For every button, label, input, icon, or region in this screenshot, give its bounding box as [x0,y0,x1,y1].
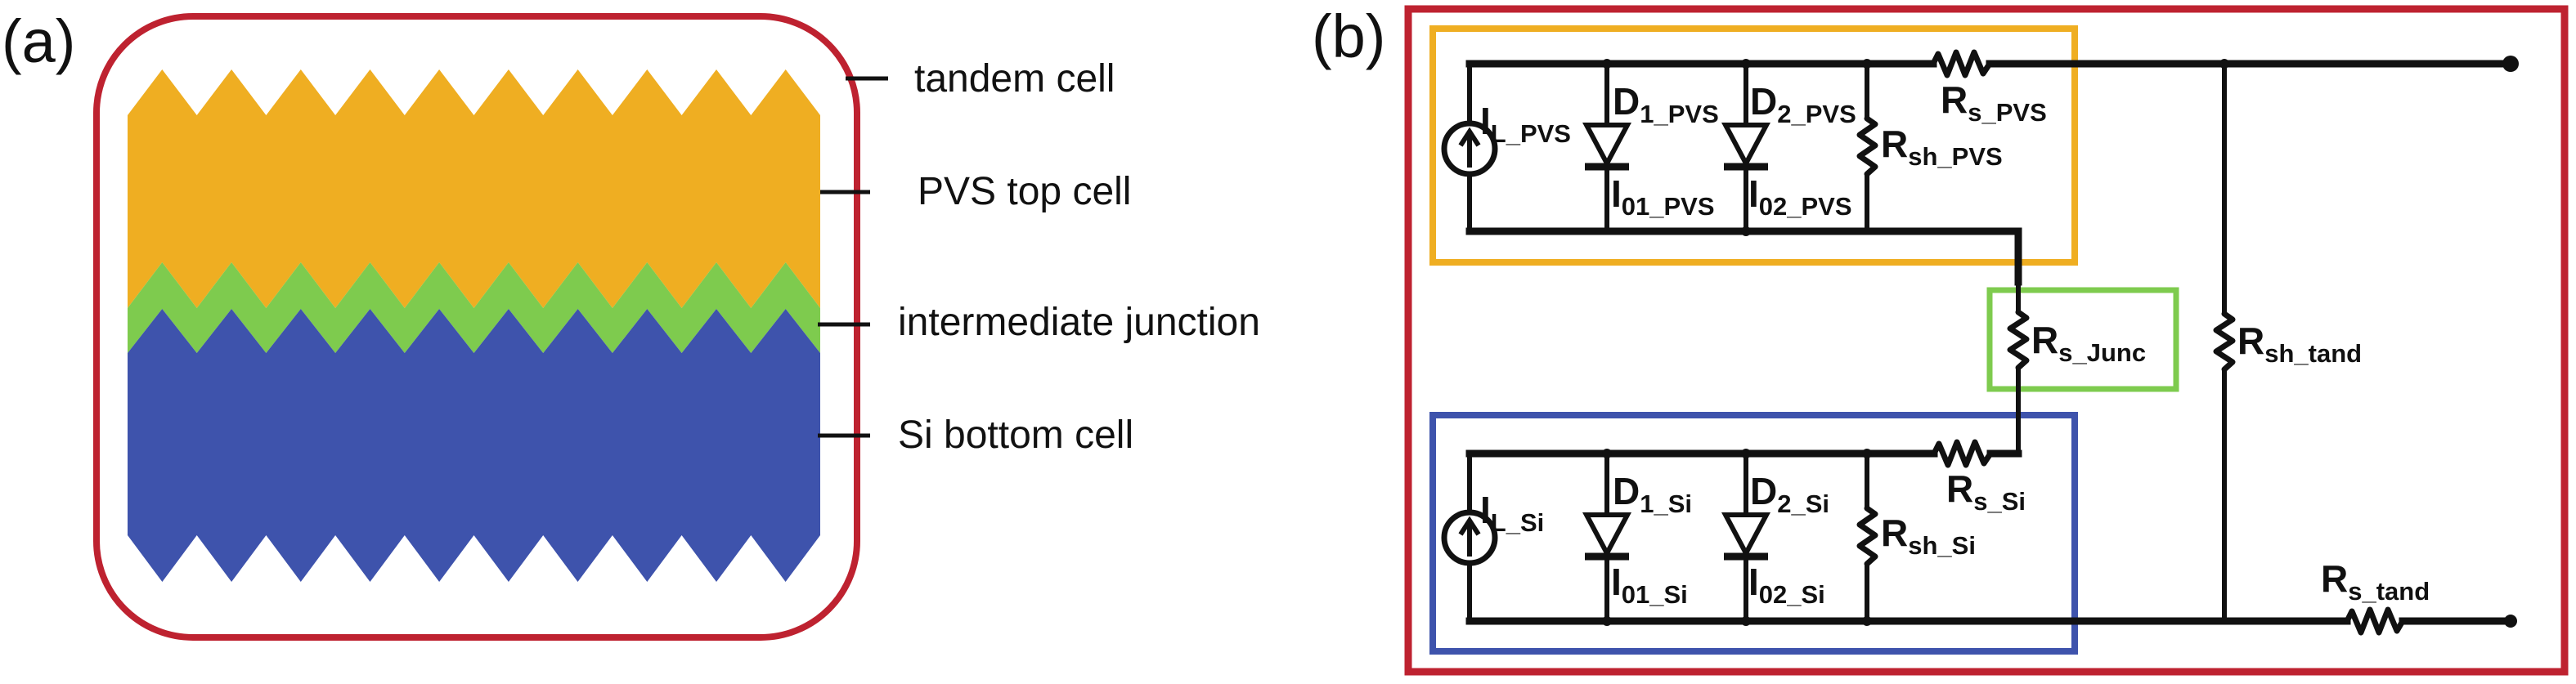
label-il-pvs: IL_PVS [1480,100,1571,148]
callout-si: Si bottom cell [818,414,1133,457]
callout-text-si: Si bottom cell [898,414,1133,457]
panel-a-label: (a) [2,7,75,75]
negative-terminal [2504,615,2517,628]
label-i02-pvs: I02_PVS [1748,172,1852,221]
label-rs-si: Rs_Si [1946,467,2026,516]
pvs-diode2-icon [1721,123,1770,169]
label-d1-si: D1_Si [1613,470,1692,518]
label-rs-pvs: Rs_PVS [1941,78,2047,127]
label-i01-si: I01_Si [1611,561,1688,609]
callout-junction: intermediate junction [818,301,1260,344]
panel-b-circuit: (b) [1312,2,2569,676]
node-dot [1741,59,1751,69]
callout-pvs: PVS top cell [820,170,1131,213]
label-rsh-pvs: Rsh_PVS [1881,123,2003,171]
positive-terminal [2502,56,2519,72]
tandem-cell-box [1404,5,2569,676]
node-dot [2219,59,2229,69]
callout-tandem: tandem cell [846,57,1115,101]
callout-text-tandem: tandem cell [914,57,1115,101]
pvs-subcell-circuit: IL_PVS D1_PVS I01_PVS D2_PVS I02_PVS Rsh… [1441,49,2515,286]
label-rsh-si: Rsh_Si [1881,512,1976,560]
panel-b-label: (b) [1312,2,1385,70]
si-diode1-icon [1582,512,1631,559]
node-dot [1741,449,1751,458]
rs-pvs-resistor [1930,49,1993,78]
label-il-si: IL_Si [1480,489,1544,537]
rs-si-resistor [1931,439,1994,468]
intermediate-junction-layer [128,262,820,353]
callout-text-pvs: PVS top cell [918,170,1131,213]
node-dot [1602,449,1612,458]
pvs-current-arrow-icon [1458,127,1481,168]
node-dot [1602,616,1612,626]
callout-text-junction: intermediate junction [898,301,1260,344]
pvs-subcell-box [1429,25,2078,266]
rsh-tand-resistor [2213,311,2236,373]
tandem-cell-outline [93,13,860,641]
label-i01-pvs: I01_PVS [1611,172,1715,221]
node-dot [1862,616,1872,626]
rsh-si-resistor [1856,505,1878,567]
node-dot [1741,226,1751,236]
rsh-pvs-resistor [1856,115,1878,177]
pvs-bottom-rail [1465,227,2022,286]
label-rs-junc: Rs_Junc [2031,319,2146,367]
si-bottom-cell-layer [128,309,820,582]
label-rsh-tand: Rsh_tand [2237,320,2362,368]
node-dot [1862,449,1872,458]
panel-a-structure: (a) tandem cell PVS top cell intermediat… [2,7,1260,641]
junction-box [1986,287,2179,392]
node-dot [1741,616,1751,626]
si-subcell-circuit: IL_Si D1_Si I01_Si D2_Si I02_Si Rsh_Si R… [1441,439,2515,636]
rs-tand-resistor [2344,606,2406,636]
label-i02-si: I02_Si [1748,561,1825,609]
label-d2-pvs: D2_PVS [1750,80,1856,128]
label-d2-si: D2_Si [1750,470,1829,518]
si-diode2-icon [1721,512,1770,559]
tandem-shunt-circuit: Rsh_tand [2213,59,2362,621]
tandem-layer-stack [128,69,820,582]
label-d1-pvs: D1_PVS [1613,80,1719,128]
si-subcell-box [1429,412,2078,655]
junction-circuit: Rs_Junc [2007,231,2146,454]
pvs-diode1-icon [1582,123,1631,169]
node-dot [1602,59,1612,69]
rs-junc-resistor [2007,309,2030,371]
si-current-arrow-icon [1458,516,1481,557]
label-rs-tand: Rs_tand [2321,557,2430,606]
node-dot [1862,59,1872,69]
pvs-top-cell-layer [128,69,820,308]
